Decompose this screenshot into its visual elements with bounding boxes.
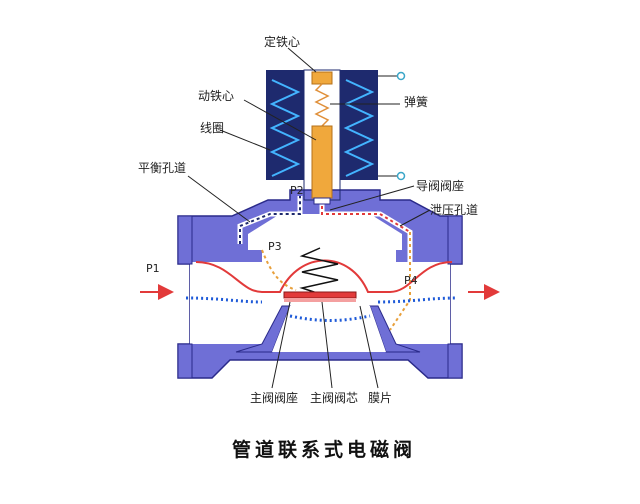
label-p2: P2 — [290, 184, 304, 197]
flow-lines — [140, 284, 500, 322]
diaphragm-orange-dash — [261, 249, 297, 291]
label-p3: P3 — [268, 240, 282, 253]
relief-hole-dashes — [321, 200, 411, 233]
pilot-spring — [314, 83, 330, 127]
flange-left-top — [177, 215, 193, 265]
flange-left-bottom — [177, 343, 193, 379]
flange-right-top — [447, 215, 463, 265]
leader-lines — [187, 47, 431, 389]
valve-body — [177, 189, 463, 379]
terminal-top — [396, 71, 406, 81]
label-moving-core: 动铁心 — [198, 89, 234, 103]
main-spring — [299, 247, 339, 295]
main-valve-core — [283, 291, 357, 299]
fixed-core — [311, 71, 333, 85]
label-p4: P4 — [404, 274, 418, 287]
label-relief-hole: 泄压孔道 — [430, 203, 478, 217]
label-balance-hole: 平衡孔道 — [138, 161, 186, 175]
label-coil: 线圈 — [200, 121, 224, 135]
coil-right — [340, 70, 378, 180]
diagram-caption: 管道联系式电磁阀 — [232, 438, 416, 461]
flow-inlet — [185, 296, 263, 304]
moving-core — [311, 125, 333, 199]
coil-left-winding — [269, 79, 301, 177]
terminal-bottom — [396, 171, 406, 181]
coil-assembly — [266, 69, 406, 201]
flange-right-bottom — [447, 343, 463, 379]
coil-left — [266, 70, 304, 180]
flow-under-core — [289, 314, 371, 322]
label-main-core: 主阀阀芯 — [310, 391, 358, 405]
label-pilot-seat: 导阀阀座 — [416, 178, 464, 193]
label-main-seat: 主阀阀座 — [250, 390, 298, 405]
valve-upper-chamber — [248, 214, 402, 250]
label-spring: 弹簧 — [404, 94, 428, 109]
label-fixed-core: 定铁心 — [264, 34, 300, 49]
main-valve — [195, 247, 453, 302]
flow-outlet — [377, 296, 457, 304]
label-diaphragm: 膜片 — [368, 391, 392, 405]
pilot-seat — [313, 197, 331, 205]
balance-hole-dashes — [239, 196, 301, 244]
main-valve-core-inner — [284, 298, 356, 302]
label-p1: P1 — [146, 262, 160, 275]
coil-right-winding — [343, 79, 375, 177]
